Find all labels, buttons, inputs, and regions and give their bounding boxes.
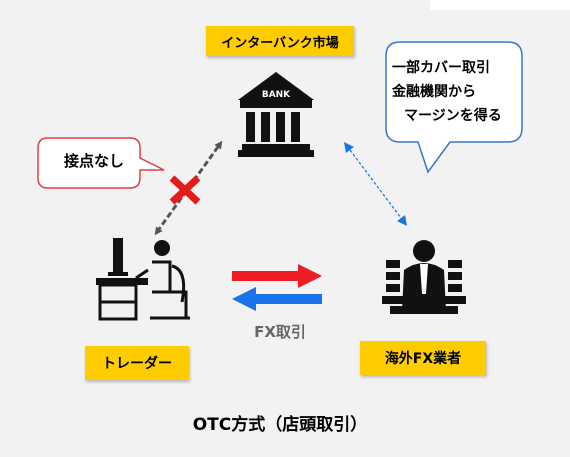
cover-trade-text: 一部カバー取引 金融機関から マージンを得る — [392, 56, 516, 128]
fx-trade-label: FX取引 — [254, 323, 306, 341]
bubble-cover-trade — [385, 41, 523, 174]
arrow-blue-left — [232, 287, 322, 311]
trader-desk-icon — [96, 238, 190, 321]
no-contact-text: 接点なし — [63, 152, 124, 170]
arrow-red-right — [232, 264, 322, 288]
bank-icon: BANK — [238, 72, 314, 157]
cover-trade-arrow — [344, 142, 407, 226]
background-corner — [430, 0, 570, 10]
trader-label: トレーダー — [85, 346, 189, 380]
cover-line-2: 金融機関から — [392, 84, 476, 100]
diagram-caption: OTC方式（店頭取引） — [192, 415, 368, 435]
dealer-icon — [382, 240, 466, 314]
interbank-market-label: インターバンク市場 — [206, 26, 354, 56]
cover-line-1: 一部カバー取引 — [392, 60, 490, 76]
cross-icon — [169, 175, 201, 205]
fx-dealer-label: 海外FX業者 — [360, 341, 486, 375]
bubble-no-contact — [37, 137, 165, 189]
cover-line-3: マージンを得る — [404, 108, 502, 124]
bank-sign: BANK — [262, 90, 291, 100]
